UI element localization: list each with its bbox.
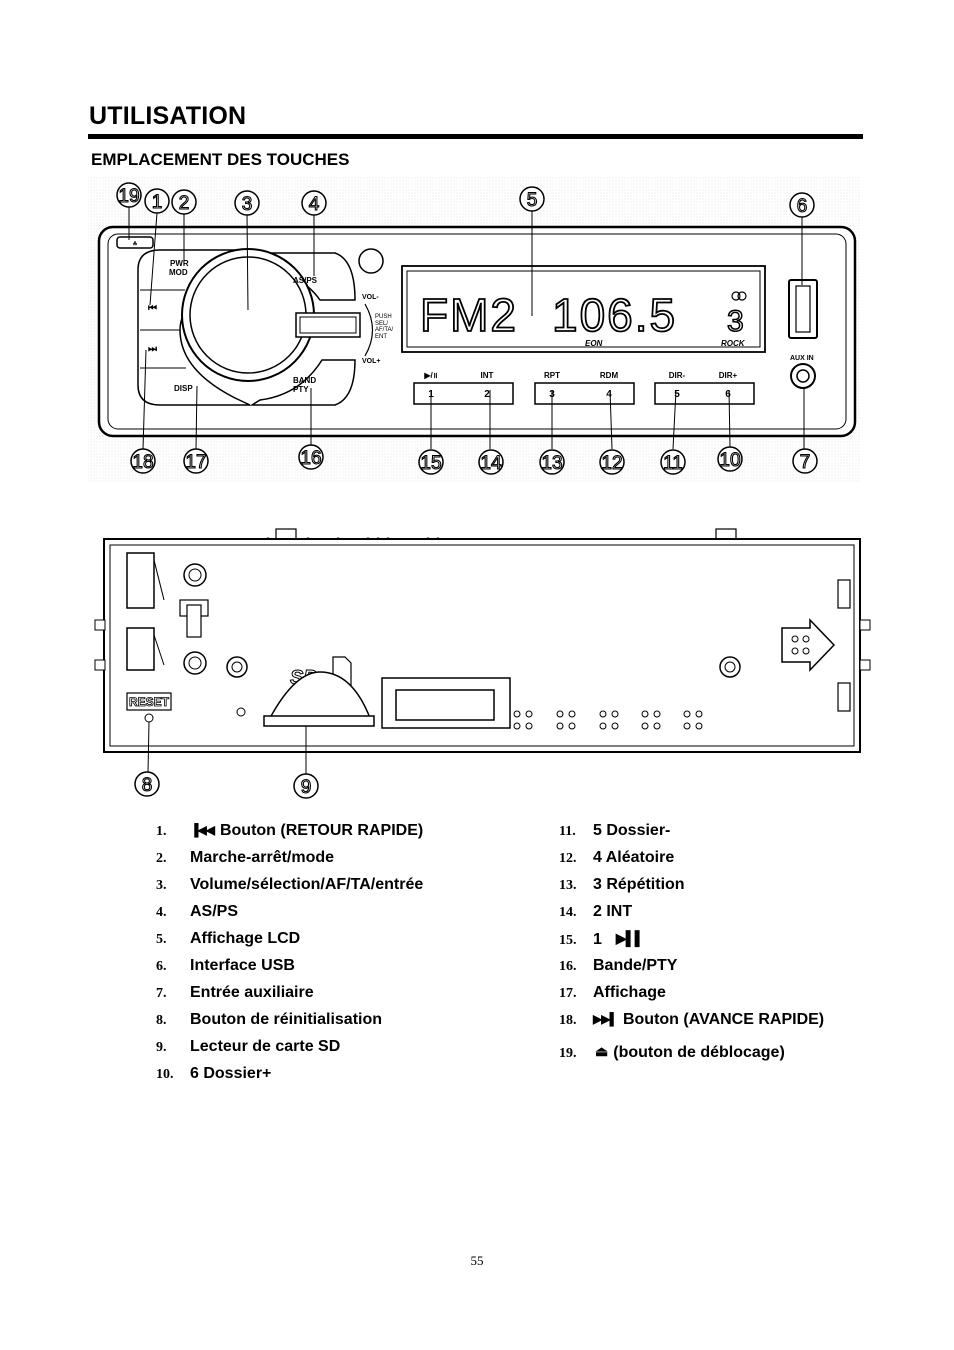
list-item: 1.▐◀◀Bouton (RETOUR RAPIDE)	[156, 822, 424, 839]
play-pause-icon: ▶▌▌	[615, 930, 645, 946]
svg-text:10: 10	[719, 450, 740, 471]
svg-text:1: 1	[152, 192, 163, 213]
svg-text:5: 5	[527, 190, 538, 211]
svg-text:5: 5	[674, 389, 680, 400]
list-item: 9.Lecteur de carte SD	[156, 1038, 341, 1055]
svg-text:DIR-: DIR-	[669, 371, 686, 380]
legend-right: 11.5 Dossier- 12.4 Aléatoire 13.3 Répéti…	[559, 822, 824, 1070]
svg-text:RDM: RDM	[600, 371, 619, 380]
svg-text:FM2: FM2	[420, 289, 518, 341]
previous-track-icon: ▐◀◀	[190, 823, 215, 837]
svg-text:AS/PS: AS/PS	[293, 276, 318, 285]
svg-text:PUSH: PUSH	[375, 314, 392, 320]
svg-text:2: 2	[484, 389, 490, 400]
svg-text:BAND: BAND	[293, 376, 316, 385]
release-button: ≙	[116, 236, 154, 249]
svg-text:VOL-: VOL-	[362, 294, 379, 301]
svg-text:INT: INT	[481, 371, 494, 380]
legend-left: 1.▐◀◀Bouton (RETOUR RAPIDE) 2.Marche-arr…	[156, 822, 423, 1092]
list-item: 12.4 Aléatoire	[559, 849, 675, 866]
eject-icon: ⏏	[595, 1043, 608, 1059]
list-item: 6.Interface USB	[156, 957, 295, 974]
svg-text:EON: EON	[585, 339, 603, 348]
svg-text:⏮: ⏮	[148, 303, 157, 314]
svg-text:14: 14	[480, 453, 502, 474]
svg-text:8: 8	[142, 775, 153, 796]
svg-text:AUX IN: AUX IN	[790, 355, 814, 362]
svg-text:⏭: ⏭	[148, 344, 157, 355]
svg-text:≙: ≙	[132, 241, 137, 248]
next-track-icon: ▶▶▌	[593, 1012, 618, 1026]
svg-text:2: 2	[179, 193, 190, 214]
svg-text:12: 12	[601, 453, 622, 474]
list-item: 16.Bande/PTY	[559, 957, 678, 974]
list-item: 14.2 INT	[559, 903, 633, 920]
svg-text:17: 17	[185, 452, 206, 473]
svg-text:DISP: DISP	[174, 384, 193, 393]
section-title: EMPLACEMENT DES TOUCHES	[91, 150, 350, 169]
list-item: 2.Marche-arrêt/mode	[156, 849, 335, 866]
list-item: 10.6 Dossier+	[156, 1065, 272, 1082]
svg-text:9: 9	[301, 777, 312, 798]
preset-buttons: ▶/॥ INT RPT RDM DIR- DIR+ 1 2 3 4 5 6	[413, 371, 755, 405]
list-item: 8.Bouton de réinitialisation	[156, 1011, 383, 1028]
svg-text:19: 19	[118, 186, 139, 207]
svg-text:MOD: MOD	[169, 268, 188, 277]
svg-text:18: 18	[132, 452, 153, 473]
svg-text:13: 13	[541, 453, 562, 474]
svg-text:6: 6	[797, 196, 808, 217]
svg-text:11: 11	[663, 453, 683, 474]
list-item: 3.Volume/sélection/AF/TA/entrée	[156, 876, 424, 893]
svg-text:3: 3	[727, 305, 744, 338]
svg-text:PWR: PWR	[170, 259, 189, 268]
aux-jack	[790, 363, 816, 389]
lcd-display: FM2 106.5 3 EON ROCK	[401, 265, 766, 353]
list-item: 5.Affichage LCD	[156, 930, 301, 947]
svg-text:106.5: 106.5	[552, 289, 677, 341]
svg-text:RPT: RPT	[544, 371, 560, 380]
list-item: 11.5 Dossier-	[559, 822, 671, 839]
svg-text:4: 4	[606, 389, 612, 400]
list-item: 4.AS/PS	[156, 903, 239, 920]
svg-text:7: 7	[800, 452, 811, 473]
list-item: 19.⏏(bouton de déblocage)	[559, 1043, 785, 1061]
callouts-top	[116, 182, 815, 218]
svg-text:16: 16	[300, 448, 321, 469]
svg-text:PTY: PTY	[293, 385, 309, 394]
svg-text:RESET: RESET	[129, 695, 170, 709]
svg-text:VOL+: VOL+	[362, 358, 380, 365]
svg-text:AF/TA/: AF/TA/	[375, 327, 394, 333]
svg-text:3: 3	[242, 194, 253, 215]
svg-text:SEL/: SEL/	[375, 321, 388, 327]
svg-text:4: 4	[309, 194, 320, 215]
svg-text:15: 15	[420, 453, 441, 474]
usb-port	[788, 279, 818, 339]
svg-text:DIR+: DIR+	[719, 371, 738, 380]
rear-panel-diagram: RESET SD 8 9	[94, 528, 871, 799]
page-title: UTILISATION	[89, 102, 247, 130]
callouts-bottom	[130, 444, 818, 475]
list-item: 18.▶▶▌Bouton (AVANCE RAPIDE)	[559, 1011, 825, 1028]
list-item: 17.Affichage	[559, 984, 666, 1001]
svg-text:ROCK: ROCK	[721, 339, 746, 348]
list-item: 7.Entrée auxiliaire	[156, 984, 314, 1001]
title-rule	[88, 134, 863, 139]
front-panel-diagram: ≙ VOL- VOL+ PUSH SEL/ AF/TA/ ENT PWR MOD…	[88, 176, 860, 482]
svg-text:▶/॥: ▶/॥	[423, 371, 437, 380]
list-item: 13.3 Répétition	[559, 876, 685, 893]
list-item: 15.1▶▌▌	[559, 930, 645, 948]
svg-text:ENT: ENT	[375, 334, 387, 340]
svg-text:6: 6	[725, 389, 731, 400]
page-number: 55	[470, 1253, 484, 1268]
